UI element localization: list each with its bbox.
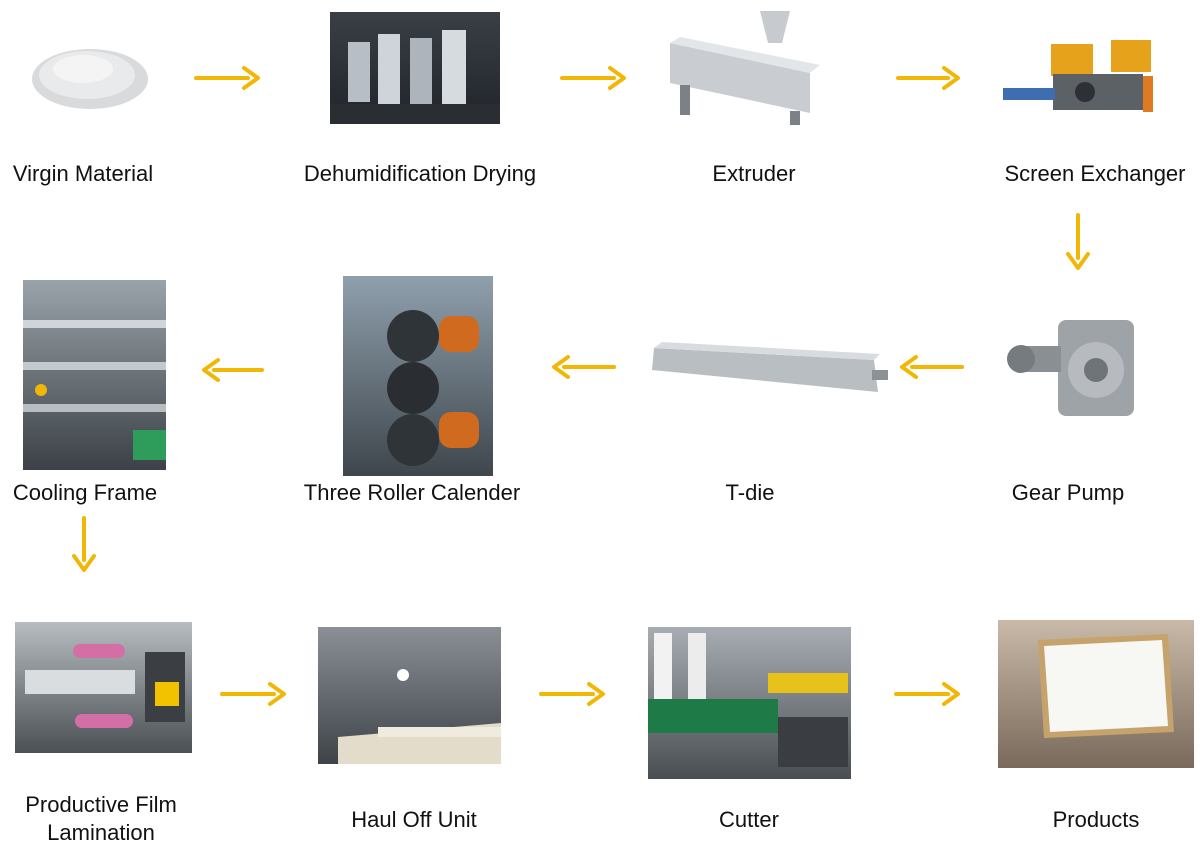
step-label-products: Products	[1052, 807, 1140, 832]
arrow-8	[72, 516, 96, 572]
step-label-screen-exchanger: Screen Exchanger	[1004, 161, 1186, 186]
gear-pump-photo	[1003, 298, 1143, 428]
finished-sheet-photo	[998, 620, 1194, 768]
screen-exchanger-photo	[1003, 38, 1173, 118]
arrow-3	[896, 66, 960, 90]
step-label-line-2: Lamination	[47, 820, 155, 845]
arrow-9	[220, 682, 286, 706]
step-label-virgin-material: Virgin Material	[12, 161, 154, 186]
arrow-5	[900, 355, 964, 379]
step-label-cutter: Cutter	[719, 807, 779, 832]
t-die-photo	[648, 330, 890, 406]
haul-off-unit-photo	[318, 627, 501, 764]
arrow-2	[560, 66, 626, 90]
arrow-10	[539, 682, 605, 706]
step-label-dehumidification-drying: Dehumidification Drying	[303, 161, 537, 186]
arrow-7	[202, 358, 264, 382]
step-label-t-die: T-die	[725, 480, 775, 505]
arrow-6	[552, 355, 616, 379]
step-label-haul-off-unit: Haul Off Unit	[351, 807, 477, 832]
step-label-productive-film-lamination: Productive Film Lamination	[25, 791, 177, 847]
plastic-pellets-photo	[25, 35, 155, 115]
cutter-machine-photo	[648, 627, 851, 779]
step-label-extruder: Extruder	[712, 161, 796, 186]
arrow-1	[194, 66, 260, 90]
dryer-tanks-photo	[330, 12, 500, 124]
step-label-gear-pump: Gear Pump	[1011, 480, 1125, 505]
step-label-line-1: Productive Film	[25, 792, 177, 817]
extruder-machine-photo	[660, 3, 830, 128]
arrow-4	[1066, 213, 1090, 270]
step-label-cooling-frame: Cooling Frame	[12, 480, 158, 505]
arrow-11	[894, 682, 960, 706]
roller-calender-photo	[343, 276, 493, 476]
step-label-three-roller-calender: Three Roller Calender	[303, 480, 521, 505]
cooling-frame-photo	[23, 280, 166, 470]
film-lamination-photo	[15, 622, 192, 753]
